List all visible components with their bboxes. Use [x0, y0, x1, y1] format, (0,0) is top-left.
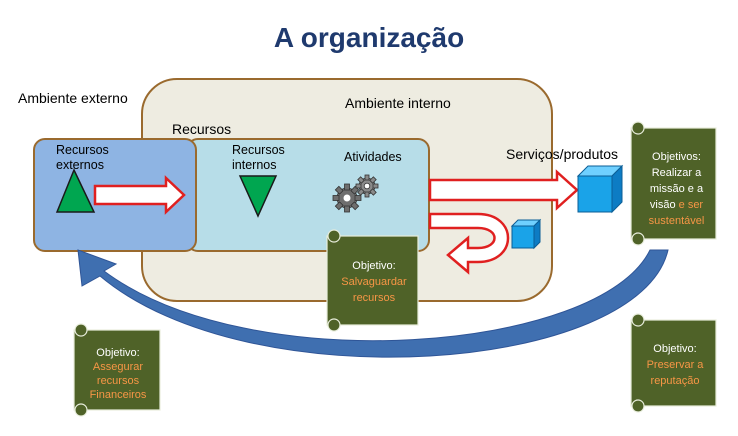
resources-label: Recursos: [172, 121, 232, 137]
scroll-salvaguardar: [326, 229, 419, 332]
page-title: A organização: [273, 22, 465, 53]
internal-resources-label: Recursos internos: [232, 143, 285, 172]
external-resource-triangle: [55, 168, 96, 213]
inflow-arrow: [93, 175, 186, 215]
objective-salvaguardar-note: Objetivo: Salvaguardar recursos: [341, 260, 407, 304]
internal-environment-label: Ambiente interno: [345, 95, 451, 111]
objective-missao-note: Objetivos: Realizar a missão e a visão e…: [648, 151, 705, 227]
external-resources-label: Recursos externos: [56, 143, 109, 172]
internal-resource-triangle: [238, 175, 278, 218]
scroll-reputacao: [630, 313, 717, 413]
u-turn-arrow: [428, 212, 510, 275]
services-products-label: Serviços/produtos: [506, 146, 619, 162]
gears-icon: [332, 174, 379, 213]
external-environment-label: Ambiente externo: [18, 90, 128, 106]
output-arrow: [428, 169, 579, 211]
scroll-financeiros: [73, 323, 161, 417]
large-product-cube: [576, 164, 624, 214]
objective-financeiros-note: Objetivo: Assegurar recursos Financeiros: [89, 347, 147, 401]
activities-label: Atividades: [344, 150, 402, 164]
big-curved-arrow: [77, 249, 669, 358]
small-product-cube: [510, 218, 542, 250]
scroll-missao: [630, 121, 717, 246]
objective-reputacao-note: Objetivo: Preservar a reputação: [646, 343, 704, 387]
